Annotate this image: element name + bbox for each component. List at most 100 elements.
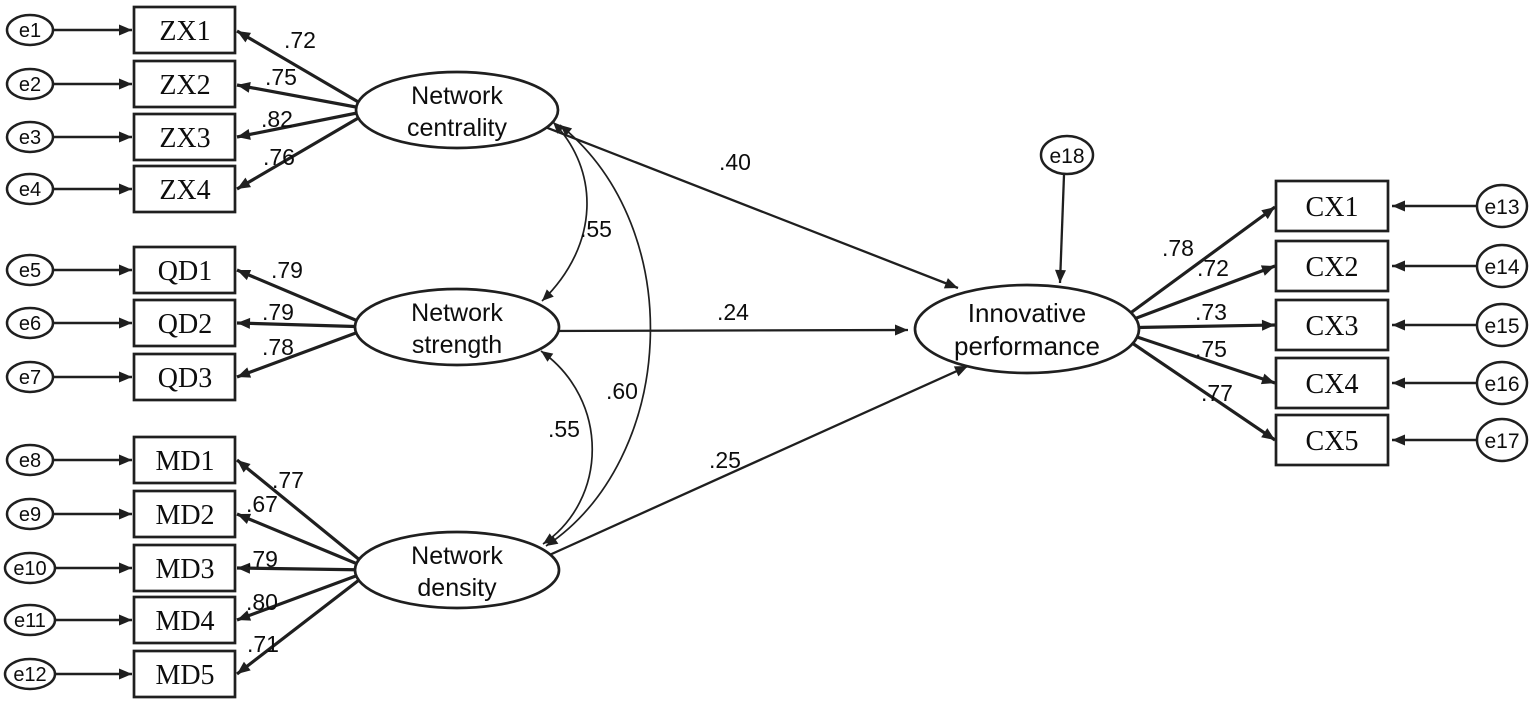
structural-paths (539, 123, 969, 559)
indicator-boxes-right (1274, 179, 1390, 467)
loading-label-zx2: .75 (265, 64, 297, 90)
loading-label-cx2: .72 (1197, 255, 1229, 281)
loading-label-cx3: .73 (1195, 299, 1227, 325)
indicator-box-qd2 (132, 298, 237, 348)
path-label-density-performance: .25 (709, 447, 741, 473)
loading-label-cx1: .78 (1162, 235, 1194, 261)
covariance-label-centrality-strength: .55 (580, 216, 612, 242)
error-circle-e8 (5, 443, 55, 477)
indicator-boxes-left (132, 5, 237, 699)
error-label-e4: e4 (19, 179, 41, 201)
loading-arrow-md2 (236, 512, 373, 572)
error-label-e7: e7 (19, 367, 41, 389)
covariance-label-strength-density: .55 (548, 416, 580, 442)
loading-label-zx4: .76 (263, 144, 295, 170)
loading-arrow-cx2 (1109, 264, 1276, 330)
loading-arrow-cx5 (1109, 326, 1276, 442)
measurement-arrows-right (1392, 200, 1478, 446)
latent-ellipse-density (353, 530, 561, 610)
loading-arrow-qd3 (236, 325, 373, 379)
indicator-box-qd1 (132, 245, 237, 295)
error-circles-left (3, 13, 57, 691)
indicator-label-cx4: CX4 (1306, 369, 1359, 400)
loading-arrows-density (235, 458, 374, 676)
indicator-box-zx4 (132, 164, 237, 214)
indicator-label-zx2: ZX2 (159, 70, 210, 101)
covariance-centrality-density (545, 124, 652, 547)
indicator-box-md1 (132, 435, 237, 485)
indicator-label-qd1: QD1 (158, 256, 212, 287)
indicator-label-zx1: ZX1 (159, 16, 210, 47)
error-label-e9: e9 (19, 504, 41, 526)
disturbance-circle-e18 (1039, 134, 1095, 176)
error-label-e11: e11 (14, 610, 46, 632)
path-label-centrality-performance: .40 (719, 149, 751, 175)
error-circles-right (1475, 183, 1529, 463)
loading-arrow-zx3 (236, 108, 373, 140)
loading-arrow-zx2 (236, 81, 373, 112)
loading-label-md1: .77 (272, 467, 304, 493)
indicator-label-zx3: ZX3 (159, 123, 210, 154)
loading-arrow-cx1 (1109, 205, 1276, 330)
error-circle-e7 (5, 360, 55, 394)
covariance-curves (540, 121, 652, 547)
indicator-box-md2 (132, 489, 237, 539)
latent-ellipse-strength (353, 287, 561, 367)
indicator-label-cx2: CX2 (1306, 252, 1359, 283)
error-label-e15: e15 (1484, 315, 1519, 338)
indicator-box-cx1 (1274, 179, 1390, 233)
error-label-e14: e14 (1484, 256, 1519, 279)
disturbance-label-e18: e18 (1049, 145, 1084, 168)
error-label-e13: e13 (1484, 196, 1519, 219)
loading-label-cx5: .77 (1201, 380, 1233, 406)
covariance-strength-density (540, 350, 593, 545)
latent-label-performance-line1: Innovative (968, 298, 1087, 328)
indicator-box-cx3 (1274, 298, 1390, 352)
indicator-label-cx3: CX3 (1306, 311, 1359, 342)
indicator-box-zx2 (132, 59, 237, 109)
loading-label-qd2: .79 (262, 299, 294, 325)
error-label-e3: e3 (19, 127, 41, 149)
indicator-label-md1: MD1 (155, 446, 214, 477)
indicator-label-cx5: CX5 (1306, 426, 1359, 457)
path-coefficient-labels: .40 .24 .25 (709, 149, 751, 473)
indicator-box-md5 (132, 649, 237, 699)
error-circle-e6 (5, 306, 55, 340)
error-circle-e5 (5, 253, 55, 287)
error-label-e5: e5 (19, 260, 41, 282)
error-labels: e1 e2 e3 e4 e5 e6 e7 e8 e9 e10 e11 e12 e… (13, 20, 1520, 686)
latent-labels: Network centrality Network strength Netw… (407, 82, 1100, 602)
latent-label-centrality-line2: centrality (407, 114, 508, 142)
indicator-label-qd2: QD2 (158, 309, 212, 340)
loading-label-qd1: .79 (271, 257, 303, 283)
indicator-labels: ZX1 ZX2 ZX3 ZX4 QD1 QD2 QD3 MD1 MD2 MD3 … (155, 16, 1358, 691)
error-circle-e15 (1475, 302, 1529, 348)
path-strength-performance (544, 324, 909, 336)
indicator-label-md3: MD3 (155, 554, 214, 585)
loading-label-md5: .71 (247, 631, 279, 657)
indicator-box-cx4 (1274, 356, 1390, 410)
latent-label-density-line1: Network (411, 542, 503, 570)
error-circle-e10 (3, 551, 57, 585)
latent-ellipse-centrality (354, 70, 560, 150)
loading-label-md4: .80 (246, 589, 278, 615)
error-label-e10: e10 (13, 558, 46, 580)
indicator-box-cx5 (1274, 413, 1390, 467)
loading-label-cx4: .75 (1195, 336, 1227, 362)
loading-label-zx3: .82 (261, 106, 293, 132)
latent-label-density-line2: density (417, 574, 497, 602)
indicator-box-zx1 (132, 5, 237, 55)
error-label-e1: e1 (19, 20, 41, 42)
error-label-e8: e8 (19, 450, 41, 472)
disturbance-arrow-e18 (1054, 174, 1066, 284)
loading-label-qd3: .78 (262, 334, 294, 360)
error-label-e16: e16 (1484, 373, 1519, 396)
error-circle-e12 (3, 657, 57, 691)
loading-label-md2: .67 (246, 491, 278, 517)
error-circle-e16 (1475, 360, 1529, 406)
latent-label-performance-line2: performance (954, 331, 1100, 361)
path-centrality-performance (539, 123, 959, 290)
loading-arrow-md3 (236, 562, 373, 574)
error-circle-e4 (5, 172, 55, 206)
